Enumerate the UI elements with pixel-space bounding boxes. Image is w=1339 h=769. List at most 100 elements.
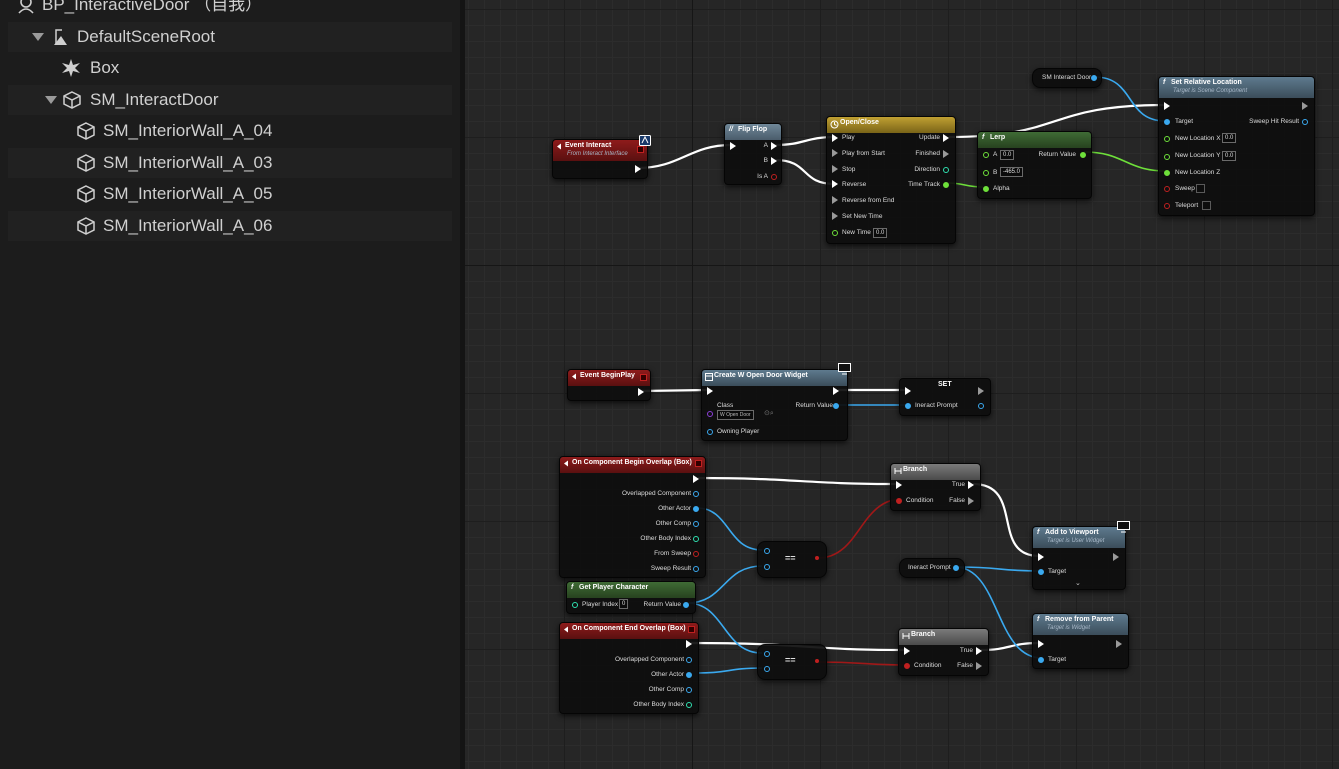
exec-in-pin[interactable] [832, 134, 838, 142]
exec-out-pin[interactable] [943, 150, 949, 158]
object-out-pin[interactable] [978, 403, 984, 409]
expand-arrow-icon[interactable] [32, 33, 44, 41]
tree-item-wall-04[interactable]: SM_InteriorWall_A_04 [8, 116, 452, 146]
lerp-a-input[interactable]: 0.0 [1000, 150, 1015, 160]
object-out-pin[interactable] [693, 506, 699, 512]
float-in-pin[interactable] [1164, 154, 1170, 160]
float-out-pin[interactable] [943, 182, 949, 188]
object-in-pin[interactable] [764, 651, 770, 657]
tree-item-wall-06[interactable]: SM_InteriorWall_A_06 [8, 211, 452, 241]
location-x-input[interactable]: 0.0 [1222, 133, 1237, 143]
exec-in-pin[interactable] [730, 142, 736, 150]
int-in-pin[interactable] [572, 602, 578, 608]
get-player-character-node[interactable]: f Get Player Character Player Index 0 Re… [566, 581, 696, 614]
exec-out-pin[interactable] [635, 165, 641, 173]
bool-out-pin[interactable] [771, 174, 777, 180]
lerp-b-input[interactable]: -465.0 [1000, 167, 1024, 177]
object-in-pin[interactable] [1164, 119, 1170, 125]
exec-in-pin[interactable] [832, 196, 838, 204]
float-in-pin[interactable] [983, 152, 989, 158]
set-relative-location-node[interactable]: f Set Relative Location Target is Scene … [1158, 76, 1315, 216]
exec-out-pin[interactable] [693, 475, 699, 483]
create-widget-node[interactable]: Create W Open Door Widget Class W Open D… [701, 363, 851, 441]
equal-node[interactable]: == [757, 541, 827, 578]
delegate-pin[interactable] [640, 374, 647, 381]
float-out-pin[interactable] [1080, 152, 1086, 158]
exec-in-pin[interactable] [905, 387, 911, 395]
timeline-node[interactable]: Open/Close Play Play from Start Stop Rev… [826, 116, 956, 244]
object-in-pin[interactable] [707, 429, 713, 435]
struct-out-pin[interactable] [1302, 119, 1308, 125]
object-in-pin[interactable] [764, 548, 770, 554]
bool-in-pin[interactable] [1164, 203, 1170, 209]
object-in-pin[interactable] [764, 666, 770, 672]
exec-in-pin[interactable] [1038, 553, 1044, 561]
remove-from-parent-node[interactable]: f Remove from Parent Target is Widget Ta… [1032, 613, 1129, 669]
object-out-pin[interactable] [953, 565, 959, 571]
object-out-pin[interactable] [833, 403, 839, 409]
location-y-input[interactable]: 0.0 [1222, 151, 1237, 161]
ineract-prompt-getter[interactable]: Ineract Prompt [899, 558, 965, 578]
branch-node[interactable]: Branch True Condition False [898, 628, 989, 676]
tree-item-wall-03[interactable]: SM_InteriorWall_A_03 [8, 148, 452, 178]
object-out-pin[interactable] [693, 491, 699, 497]
exec-out-b-pin[interactable] [771, 157, 777, 165]
object-in-pin[interactable] [1038, 569, 1044, 575]
exec-out-true-pin[interactable] [976, 647, 982, 655]
expand-arrow-icon[interactable] [45, 96, 57, 104]
class-in-pin[interactable] [707, 411, 713, 417]
object-out-pin[interactable] [686, 672, 692, 678]
tree-item-box[interactable]: Box [8, 53, 452, 83]
object-out-pin[interactable] [693, 521, 699, 527]
exec-in-pin[interactable] [904, 647, 910, 655]
teleport-checkbox[interactable] [1202, 201, 1211, 210]
exec-in-pin[interactable] [832, 212, 838, 220]
sm-interact-door-getter[interactable]: SM Interact Door [1032, 68, 1102, 88]
int-out-pin[interactable] [686, 702, 692, 708]
set-variable-node[interactable]: SET Ineract Prompt [899, 378, 991, 416]
tree-item-defaultsceneroot[interactable]: DefaultSceneRoot [8, 22, 452, 52]
object-in-pin[interactable] [905, 403, 911, 409]
delegate-pin[interactable] [637, 146, 644, 153]
exec-out-false-pin[interactable] [976, 662, 982, 670]
flip-flop-node[interactable]: // Flip Flop A B Is A [724, 123, 782, 185]
exec-out-pin[interactable] [686, 640, 692, 648]
exec-in-pin[interactable] [707, 387, 713, 395]
float-in-pin[interactable] [983, 170, 989, 176]
class-select[interactable]: W Open Door [717, 410, 754, 420]
player-index-input[interactable]: 0 [619, 599, 629, 609]
float-in-pin[interactable] [832, 230, 838, 236]
exec-in-pin[interactable] [1038, 640, 1044, 648]
object-out-pin[interactable] [686, 657, 692, 663]
exec-out-pin[interactable] [943, 134, 949, 142]
exec-out-pin[interactable] [1113, 553, 1119, 561]
object-out-pin[interactable] [1091, 75, 1097, 81]
begin-overlap-node[interactable]: On Component Begin Overlap (Box) Overlap… [559, 456, 706, 578]
branch-node[interactable]: Branch True Condition False [890, 463, 981, 511]
exec-out-pin[interactable] [833, 387, 839, 395]
expand-chevron-icon[interactable]: ⌄ [1075, 580, 1081, 587]
exec-out-pin[interactable] [978, 387, 984, 395]
int-out-pin[interactable] [693, 536, 699, 542]
exec-in-pin[interactable] [832, 149, 838, 157]
tree-item-sm-interactdoor[interactable]: SM_InteractDoor [8, 85, 452, 115]
bool-out-pin[interactable] [693, 551, 699, 557]
tree-root-row[interactable]: BP_InteractiveDoor （自我） [8, 0, 452, 20]
end-overlap-node[interactable]: On Component End Overlap (Box) Overlappe… [559, 622, 699, 714]
exec-in-pin[interactable] [1164, 102, 1170, 110]
float-in-pin[interactable] [1164, 170, 1170, 176]
object-in-pin[interactable] [764, 564, 770, 570]
tree-item-wall-05[interactable]: SM_InteriorWall_A_05 [8, 179, 452, 209]
bool-out-pin[interactable] [815, 659, 819, 663]
exec-out-pin[interactable] [638, 388, 644, 396]
event-graph[interactable]: Event Interact From Interact Interface /… [465, 0, 1339, 769]
enum-out-pin[interactable] [943, 167, 949, 173]
bool-in-pin[interactable] [1164, 186, 1170, 192]
exec-out-true-pin[interactable] [968, 481, 974, 489]
object-out-pin[interactable] [686, 687, 692, 693]
lerp-node[interactable]: f Lerp A 0.0 B -465.0 Alpha Return Value [977, 131, 1092, 199]
object-in-pin[interactable] [1038, 657, 1044, 663]
browse-icon[interactable]: ⊙⌕ [764, 410, 774, 417]
bool-out-pin[interactable] [815, 556, 819, 560]
event-beginplay-node[interactable]: Event BeginPlay [567, 369, 651, 401]
